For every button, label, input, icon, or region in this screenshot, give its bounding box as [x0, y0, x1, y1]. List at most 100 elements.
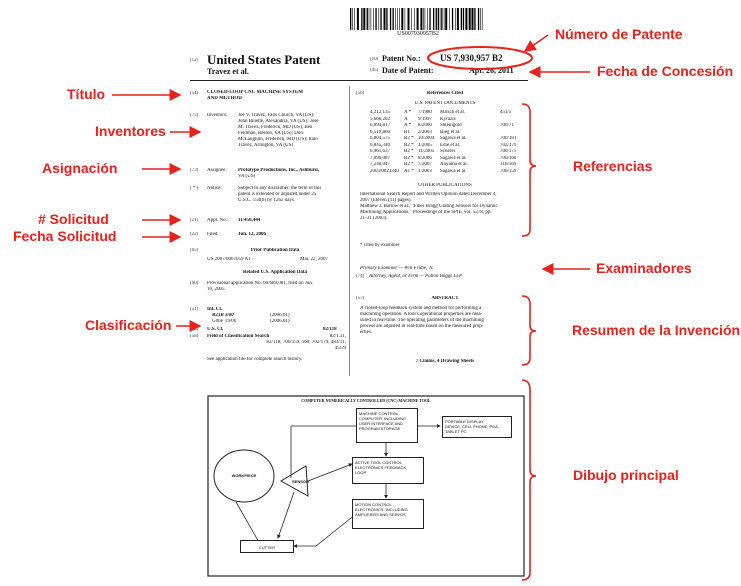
label-resumen: Resumen de la Invención	[572, 322, 741, 338]
header-rule	[190, 80, 528, 81]
reference-cell: Scherer	[440, 149, 456, 154]
code-52: (52)	[190, 327, 199, 332]
code-notice: ( * )	[190, 186, 199, 191]
barcode-graphic	[350, 8, 483, 30]
field-line: 451/9	[334, 346, 346, 351]
inventors-list: Joe V. Travez, Falls Church, VA (US); Jo…	[238, 113, 346, 149]
patent-type: United States Patent	[207, 52, 321, 67]
column-divider	[349, 86, 350, 376]
reference-cell: 7,096,087	[370, 155, 390, 161]
other-pub-line: Matthew J. Barlow et al., "Fiber Bragg G…	[360, 204, 498, 209]
reference-cell: 11/2005	[418, 149, 435, 154]
notice-label: Notice:	[207, 186, 222, 191]
box4-line: ELECTRONICS, INCLUDING	[355, 507, 408, 512]
reference-cell: 2/2003	[418, 129, 432, 135]
code-74: (74)	[356, 274, 365, 279]
reference-cell: 8/2006	[418, 155, 432, 161]
patent-no-label: Patent No.:	[382, 54, 421, 63]
reference-cell: 2003/0023340	[370, 168, 399, 174]
reference-row: 7,096,087 B2 * 8/2006 Sagawa et al. 700/160	[370, 156, 530, 163]
box1-text: MACHINE CONTROL COMPUTER, INCLUDING USER…	[357, 409, 417, 433]
box4-text: MOTION CONTROL ELECTRONICS, INCLUDING AM…	[353, 500, 423, 519]
code-75: (75)	[190, 113, 199, 118]
box1-line: PROGRAM STORAGE	[359, 426, 401, 431]
label-fecha-concesion: Fecha de Concesión	[597, 63, 734, 79]
reference-cell: 700/71	[500, 123, 514, 128]
label-asignacion: Asignación	[42, 160, 118, 176]
field-line: 82/1.11,	[329, 334, 346, 339]
inventors-line: Travez, Arlington, VA (US)	[238, 143, 294, 148]
box2-line: DEVICE, CELL PHONE, PDA,	[445, 424, 499, 429]
reference-cell: Sagawa et al.	[440, 155, 467, 161]
assignee-value: Prototype Productions, Inc., Ashburn, VA…	[238, 168, 319, 180]
notice-line: patent is extended or adjusted under 35	[238, 192, 317, 197]
field-line: 82/118; 700/159, 160; 702/179; 483/11;	[266, 340, 347, 345]
reference-cell: 6,845,340	[370, 142, 390, 148]
box3-line: ACTIVE TOOL CONTROL	[355, 460, 402, 465]
code-22: (22)	[190, 232, 199, 237]
code-65: (65)	[190, 248, 199, 253]
abstract-line: sured in real-time. The operating parame…	[360, 318, 484, 323]
provisional-line: 10, 2005.	[207, 287, 226, 292]
code-60: (60)	[190, 281, 199, 286]
intcl-2: G06F 19/00	[212, 319, 237, 324]
other-pub-line: International Search Report and Written …	[360, 192, 497, 197]
reference-cell: 451/5	[500, 110, 512, 115]
reference-cell: 1/2005	[418, 142, 432, 148]
reference-cell: B2 *	[404, 142, 414, 148]
label-inventores: Inventores	[95, 123, 166, 139]
code-45: (45)	[370, 68, 379, 73]
reference-cell: B2 *	[404, 149, 414, 154]
abstract-text: A closed-loop feedback system and method…	[360, 306, 530, 336]
drawing-lines	[207, 395, 525, 577]
box2-line: TABLET PC	[445, 429, 467, 434]
label-fecha-solicitud: Fecha Solicitud	[13, 228, 117, 244]
reference-cell: Bieg et al.	[440, 129, 461, 135]
patent-date: Apr. 26, 2011	[469, 66, 514, 75]
box1-line: USER INTERFACE AND	[359, 421, 404, 426]
uscl-label: U.S. Cl.	[207, 327, 224, 332]
prior-pub-number: US 2007/0067059 A1	[207, 257, 251, 262]
box3-text: ACTIVE TOOL CONTROL ELECTRONICS FEEDBACK…	[353, 458, 423, 477]
inventors-line: John Binette, Alexandria, VA (US); Jose	[238, 119, 319, 124]
reference-cell: Edie et al.	[440, 142, 461, 148]
reference-cell: B2 *	[404, 155, 414, 161]
provisional-line: Provisional application No. 60/689,081, …	[207, 281, 314, 286]
uscl-value: 82/118	[323, 327, 337, 332]
reference-cell: 6,519,860	[370, 129, 390, 135]
sensor-label: SENSOR	[292, 479, 309, 484]
reference-cell: 700/160	[500, 155, 517, 161]
field-label: Field of Classification Search	[207, 334, 270, 339]
label-numero-patente: Número de Patente	[555, 26, 683, 42]
see-application: See application file for complete search…	[207, 357, 303, 362]
reference-cell: A1 *	[404, 168, 414, 174]
refs-title: References Cited	[426, 91, 464, 96]
abstract-line: process are adjusted in real-time based …	[360, 324, 484, 329]
code-73: (73)	[190, 168, 199, 173]
reference-cell: 7/2007	[418, 162, 432, 167]
reference-cell: Kyrazis	[440, 116, 456, 122]
title-line-1: CLOSED-LOOP CNC MACHINE SYSTEM	[207, 90, 303, 95]
intcl-1-date: (2006.01)	[270, 313, 290, 318]
code-54: (54)	[190, 91, 199, 96]
other-pub-line: 21-31 (2003).	[360, 216, 388, 221]
reference-cell: 9/1997	[418, 116, 432, 122]
motion-control-box: MOTION CONTROL ELECTRONICS, INCLUDING AM…	[352, 499, 424, 529]
appl-label: Appl. No.:	[207, 218, 229, 223]
box4-line: AMPLIFIERS AND SERVOS	[355, 512, 406, 517]
label-num-solicitud: # Solicitud	[38, 211, 109, 227]
appl-number: 11/450,444	[238, 218, 261, 223]
inventors-line: Feldman, Reston, VA (US); Don	[238, 131, 303, 136]
code-51: (51)	[190, 307, 199, 312]
claims-line: 7 Claims, 4 Drawing Sheets	[415, 359, 475, 364]
reference-cell: 6,804,575	[370, 136, 390, 141]
code-57: (57)	[356, 296, 365, 301]
barcode	[348, 8, 488, 30]
assignee-line: Prototype Productions, Inc., Ashburn,	[238, 168, 320, 173]
